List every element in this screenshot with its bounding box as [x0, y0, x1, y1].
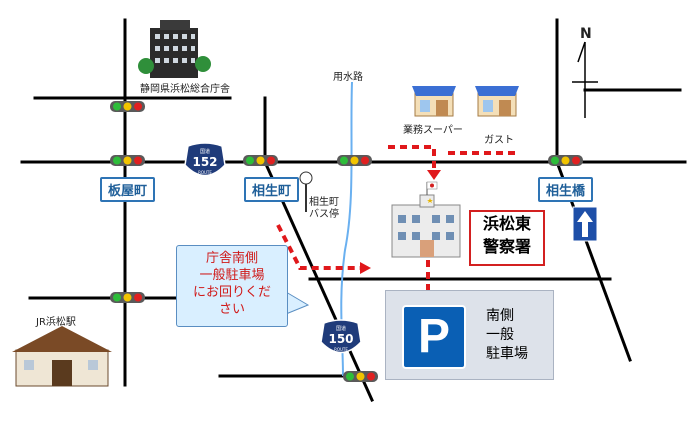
traffic-light-aioi	[243, 155, 278, 166]
parking-sign-icon: P	[402, 305, 466, 369]
traffic-light-office	[110, 101, 145, 112]
route-152-sub: ROUTE	[198, 170, 212, 175]
compass-icon	[572, 41, 598, 118]
intersection-aioi-bashi: 相生橋	[538, 177, 594, 202]
arrow-head-down-1	[427, 170, 441, 180]
police-station-icon	[391, 181, 461, 258]
bus-stop-label: 相生町 バス停	[309, 197, 339, 220]
route-150-label: 国道	[336, 325, 346, 332]
intersection-aioi-cho: 相生町	[244, 177, 300, 202]
prefectural-office-icon	[138, 20, 211, 78]
station-label: JR浜松駅	[36, 317, 76, 328]
route-152-number: 152	[192, 155, 217, 169]
arrow-head-right	[360, 262, 371, 274]
traffic-light-station	[110, 292, 145, 303]
parking-instruction-callout: 庁舎南側 一般駐車場 にお回りくだ さい	[176, 245, 288, 327]
jr-station-icon	[12, 326, 112, 387]
bus-stop-icon	[299, 171, 313, 212]
prefectural-office-label: 静岡県浜松総合庁舎	[140, 84, 230, 95]
police-station-label: 浜松東 警察署	[469, 210, 545, 266]
callout-tail	[285, 291, 310, 315]
traffic-lights	[110, 101, 583, 382]
traffic-light-itaya	[110, 155, 145, 166]
route-152-label: 国道	[200, 148, 210, 155]
intersection-itaya: 板屋町	[100, 177, 156, 202]
gas-station-icon	[475, 86, 519, 117]
route-152-shield: 国道 152 ROUTE	[184, 142, 226, 177]
south-parking-lot: P 南側 一般 駐車場	[385, 290, 554, 380]
waterway-label: 用水路	[333, 72, 363, 83]
supermarket-label: 業務スーパー	[403, 125, 463, 136]
police-line-2: 警察署	[482, 237, 531, 256]
traffic-light-waterway	[337, 155, 372, 166]
police-line-1: 浜松東	[482, 214, 531, 233]
supermarket-icon	[412, 86, 456, 117]
traffic-light-aioibashi	[548, 155, 583, 166]
route-150-shield: 国道 150 ROUTE	[320, 319, 362, 354]
route-150-sub: ROUTE	[334, 347, 348, 352]
one-way-sign-icon	[572, 206, 598, 242]
route-150-number: 150	[328, 332, 353, 346]
arrow-path-diagonal	[276, 224, 360, 270]
compass-north-label: N	[580, 26, 592, 42]
route-arrows	[276, 145, 520, 298]
traffic-light-bottom	[343, 371, 378, 382]
parking-label: 南側 一般 駐車場	[486, 308, 528, 362]
gas-station-label: ガスト	[484, 135, 514, 146]
arrow-path-north	[388, 145, 436, 170]
